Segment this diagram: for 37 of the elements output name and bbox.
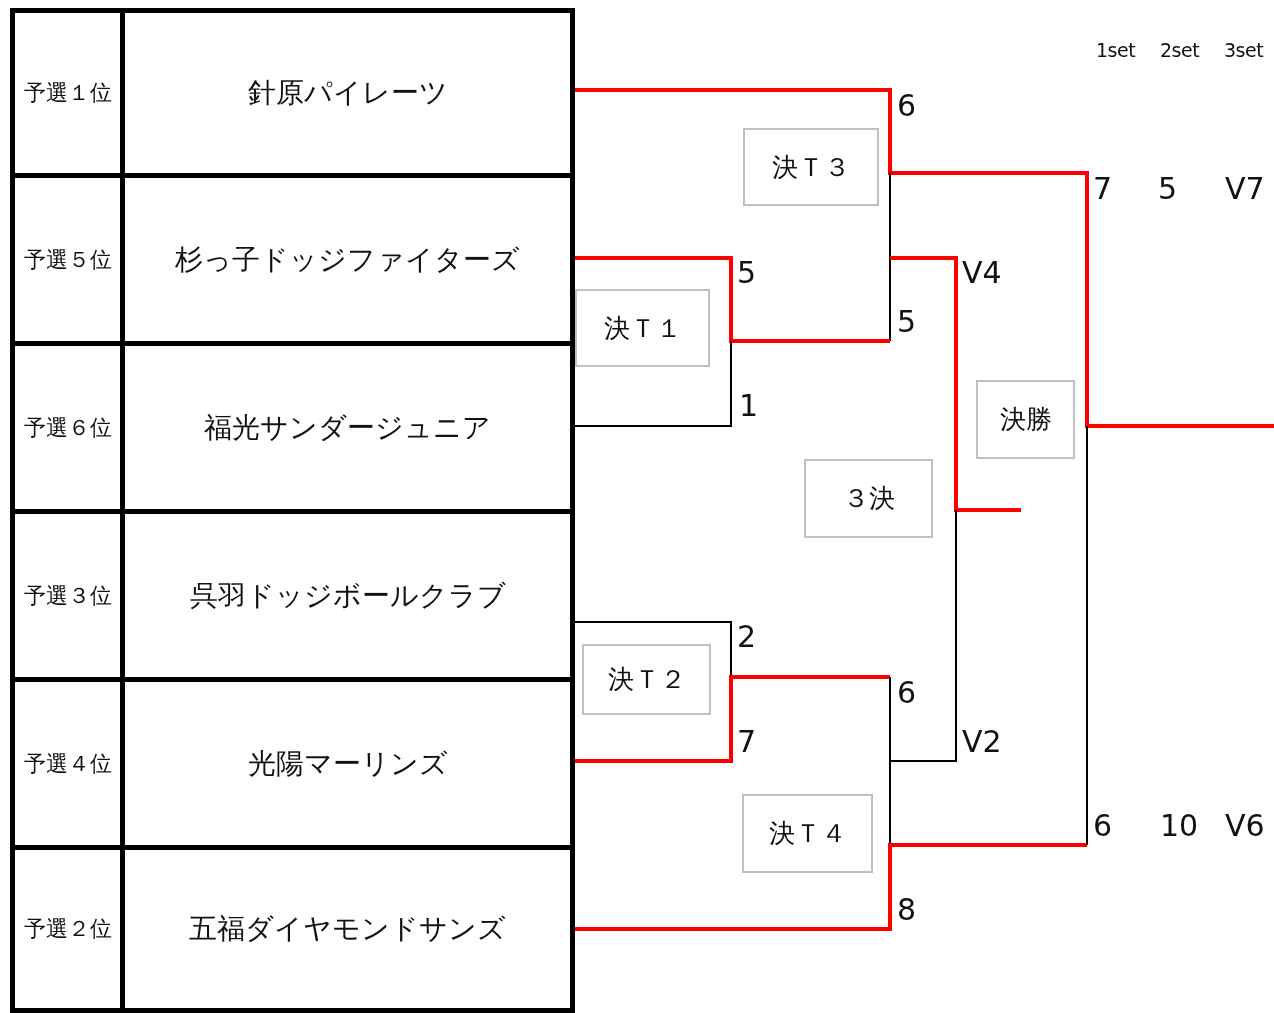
team-name-cell: 福光サンダージュニア: [120, 341, 575, 509]
score: 6: [897, 678, 917, 708]
team-name-cell: 呉羽ドッジボールクラブ: [120, 509, 575, 677]
team-name-cell: 杉っ子ドッジファイターズ: [120, 173, 575, 341]
team-name-cell: 光陽マーリンズ: [120, 677, 575, 845]
set-header: 2set: [1160, 40, 1200, 60]
set-header: 1set: [1096, 40, 1136, 60]
score: 6: [1093, 811, 1113, 841]
score: 8: [897, 895, 917, 925]
score: V2: [962, 727, 1002, 757]
match-box: 決Ｔ４: [742, 794, 873, 873]
set-header: 3set: [1224, 40, 1264, 60]
match-box: 決Ｔ２: [582, 644, 711, 715]
score: 1: [739, 391, 759, 421]
match-box: 決勝: [976, 380, 1075, 459]
score: 5: [1158, 174, 1178, 204]
score: 2: [737, 622, 757, 652]
match-box: ３決: [804, 459, 933, 538]
rank-cell: 予選１位: [10, 8, 120, 173]
team-name-cell: 針原パイレーツ: [120, 8, 575, 173]
rank-cell: 予選２位: [10, 845, 120, 1013]
rank-cell: 予選４位: [10, 677, 120, 845]
score: V4: [962, 258, 1002, 288]
score: 5: [897, 307, 917, 337]
score: 5: [737, 258, 757, 288]
team-name-cell: 五福ダイヤモンドサンズ: [120, 845, 575, 1013]
score: 7: [737, 727, 757, 757]
rank-cell: 予選６位: [10, 341, 120, 509]
score: V7: [1225, 174, 1265, 204]
score: 7: [1093, 174, 1113, 204]
rank-cell: 予選３位: [10, 509, 120, 677]
score: V6: [1225, 811, 1265, 841]
score: 6: [897, 91, 917, 121]
score: 10: [1160, 811, 1199, 841]
rank-cell: 予選５位: [10, 173, 120, 341]
match-box: 決Ｔ１: [575, 289, 710, 367]
match-box: 決Ｔ３: [743, 128, 879, 206]
